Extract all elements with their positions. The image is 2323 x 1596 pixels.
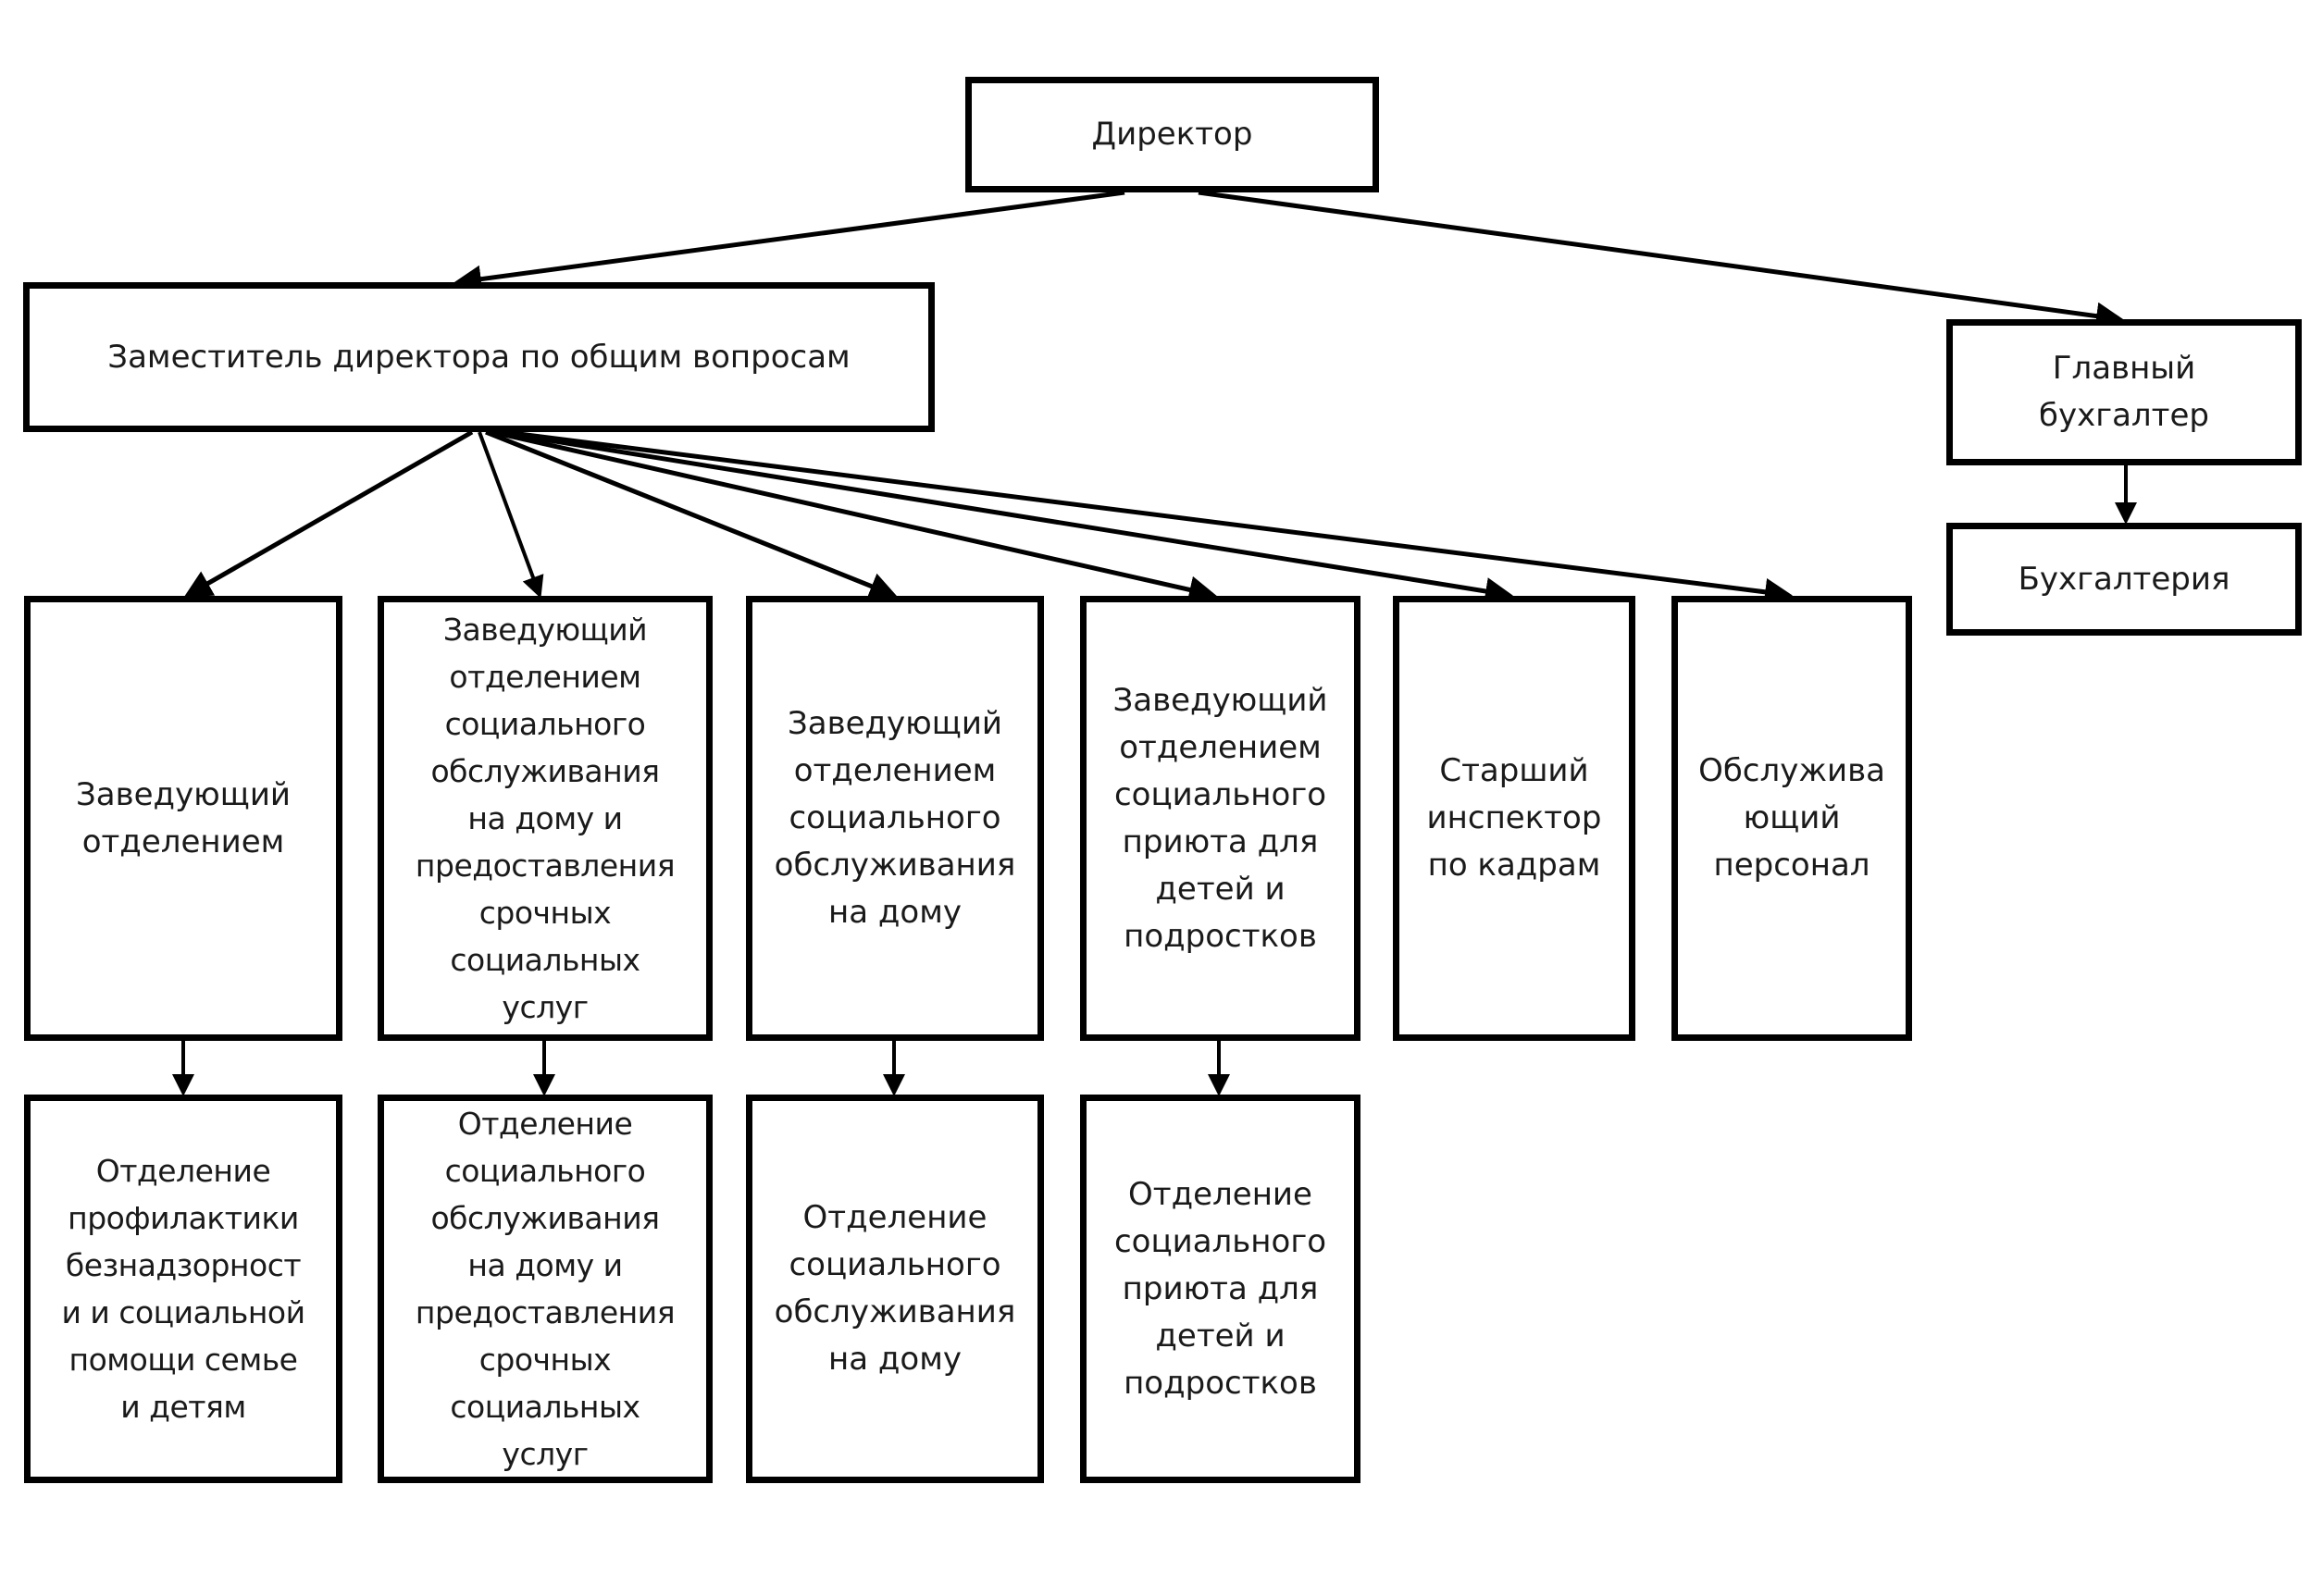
edge-deputy-head-shelter — [491, 429, 1217, 604]
node-chief-accountant-label: Главный бухгалтер — [2039, 350, 2209, 434]
node-dept-prevention-label: Отделение профилактики безнадзорност и и… — [61, 1153, 305, 1425]
node-deputy-director: Заместитель директора по общим вопросам — [23, 282, 935, 432]
edge-director-deputy — [453, 190, 1125, 293]
node-senior-hr-inspector-label: Старший инспектор по кадрам — [1426, 752, 1602, 884]
edge-deputy-senior-hr-inspector — [497, 429, 1513, 605]
node-dept-shelter-label: Отделение социального приюта для детей и… — [1113, 1175, 1327, 1402]
node-head-home-label: Заведующий отделением социального обслуж… — [774, 705, 1016, 931]
node-head-dept-label: Заведующий отделением — [75, 775, 292, 860]
node-head-home-urgent-label: Заведующий отделением социального обслуж… — [415, 612, 676, 1025]
node-head-shelter-label: Заведующий отделением социального приюта… — [1112, 681, 1328, 955]
node-head-home-urgent: Заведующий отделением социального обслуж… — [378, 596, 713, 1041]
edge-deputy-service-staff — [503, 429, 1793, 606]
edge-director-chief-accountant — [1198, 190, 2124, 330]
node-dept-prevention: Отделение профилактики безнадзорност и и… — [24, 1095, 342, 1483]
node-service-staff-label: Обслужива ющий персонал — [1698, 752, 1885, 884]
node-director-label: Директор — [1091, 116, 1253, 153]
node-head-dept: Заведующий отделением — [24, 596, 342, 1041]
node-head-home: Заведующий отделением социального обслуж… — [746, 596, 1044, 1041]
edge-deputy-head-home-urgent — [478, 431, 544, 599]
node-director: Директор — [965, 77, 1379, 192]
node-dept-home-label: Отделение социального обслуживания на до… — [774, 1199, 1016, 1378]
node-chief-accountant: Главный бухгалтер — [1946, 319, 2302, 465]
node-dept-home: Отделение социального обслуживания на до… — [746, 1095, 1044, 1483]
node-service-staff: Обслужива ющий персонал — [1671, 596, 1912, 1041]
node-head-shelter: Заведующий отделением социального приюта… — [1080, 596, 1360, 1041]
node-dept-shelter: Отделение социального приюта для детей и… — [1080, 1095, 1360, 1483]
node-dept-home-urgent: Отделение социального обслуживания на до… — [378, 1095, 713, 1483]
edge-deputy-head-dept — [183, 429, 474, 598]
node-deputy-director-label: Заместитель директора по общим вопросам — [107, 338, 851, 376]
node-accounting-label: Бухгалтерия — [2018, 560, 2230, 598]
node-dept-home-urgent-label: Отделение социального обслуживания на до… — [415, 1106, 676, 1472]
node-accounting: Бухгалтерия — [1946, 523, 2302, 636]
node-senior-hr-inspector: Старший инспектор по кадрам — [1393, 596, 1635, 1041]
edge-deputy-head-home — [485, 429, 898, 600]
